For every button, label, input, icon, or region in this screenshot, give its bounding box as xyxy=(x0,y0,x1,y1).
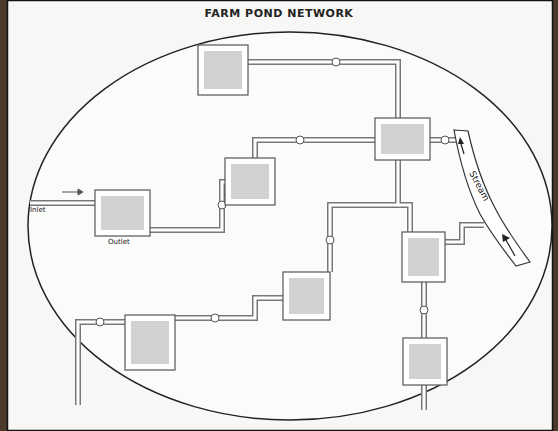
ponds xyxy=(95,45,447,385)
flow-arrow xyxy=(461,144,464,154)
flow-arrow xyxy=(506,240,515,256)
farm-boundary xyxy=(28,32,552,420)
flow-arrow-head xyxy=(458,137,464,144)
stream-outline xyxy=(452,128,532,268)
stream-bank xyxy=(454,130,530,266)
gates xyxy=(96,58,449,326)
dark-edge xyxy=(553,0,558,431)
stream-shape: Stream xyxy=(452,128,532,268)
dark-edge xyxy=(0,0,7,431)
channels xyxy=(30,62,484,410)
frame xyxy=(8,1,553,431)
flow-arrow-head xyxy=(502,234,510,242)
arrow xyxy=(62,189,83,195)
inlet-label: Inlet xyxy=(30,206,46,214)
outlet-label: Outlet xyxy=(108,238,130,246)
diagram-title: FARM POND NETWORK xyxy=(0,7,558,20)
